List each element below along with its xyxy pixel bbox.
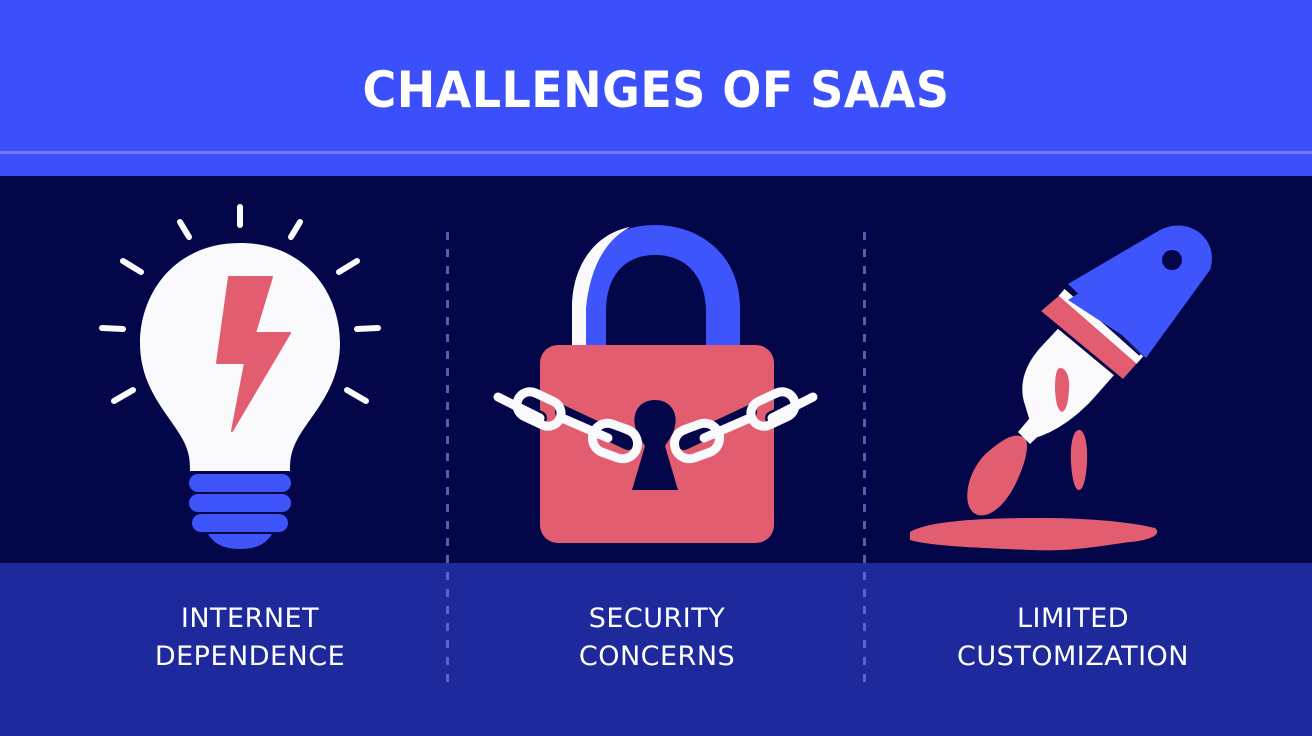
- panel-divider-left: [446, 232, 449, 687]
- header-divider-line: [0, 151, 1312, 154]
- label-line-1: INTERNET: [180, 603, 320, 634]
- label-line-2: CONCERNS: [578, 641, 736, 672]
- label-line-2: DEPENDENCE: [154, 641, 346, 672]
- panel-divider-right: [863, 232, 866, 687]
- label-band: [0, 563, 1312, 736]
- label-line-2: CUSTOMIZATION: [956, 641, 1190, 672]
- label-line-1: SECURITY: [588, 603, 726, 634]
- header-banner: CHALLENGES OF SAAS: [0, 0, 1312, 176]
- page-title: CHALLENGES OF SAAS: [362, 61, 950, 119]
- panel-label-security-concerns: SECURITY CONCERNS: [487, 600, 827, 676]
- panel-label-limited-customization: LIMITED CUSTOMIZATION: [903, 600, 1243, 676]
- label-line-1: LIMITED: [1016, 603, 1130, 634]
- dripping-paintbrush-icon: [910, 225, 1212, 551]
- panel-label-internet-dependence: INTERNET DEPENDENCE: [80, 600, 420, 676]
- chained-padlock-icon: [491, 225, 820, 543]
- lightbulb-lightning-icon: [99, 204, 381, 549]
